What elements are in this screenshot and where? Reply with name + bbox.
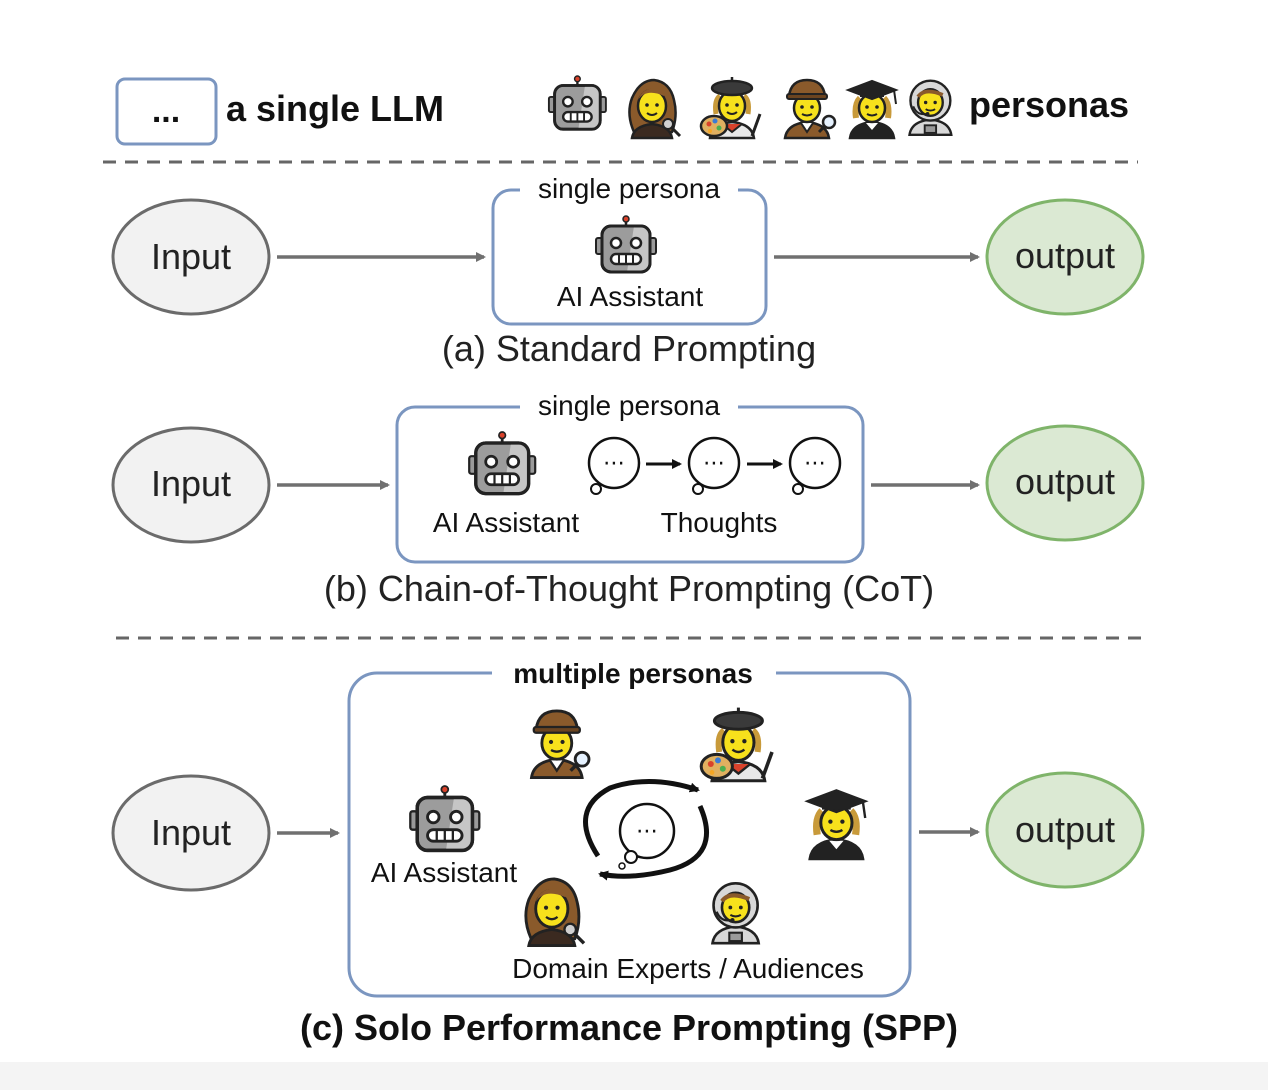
output-node-c [985,771,1145,889]
llm-legend-box [115,77,218,146]
legend: ... a single LLM personas [115,74,1129,146]
robot-icon [547,74,608,131]
graduate-icon [848,81,896,138]
panel-standard-prompting: Input single persona AI Assistant output… [111,173,1145,369]
panel-cot-prompting: Input single persona AI Assistant ⋯ ⋯ ⋯ … [111,390,1145,609]
caption-a: (a) Standard Prompting [442,328,816,369]
output-label-c: output [1015,809,1115,850]
cycle-arrow-lower [598,804,710,881]
output-node-a [985,198,1145,316]
thought-glyph-3: ⋯ [804,450,826,475]
panel-spp: Input multiple personas AI Assistant ⋯ D… [111,658,1145,1048]
thought-bubble-2: ⋯ [687,436,741,495]
thought-glyph-c: ⋯ [636,818,658,843]
output-label-a: output [1015,235,1115,276]
output-label-b: output [1015,461,1115,502]
thought-bubble-1: ⋯ [587,436,641,495]
experts-label: Domain Experts / Audiences [512,953,864,984]
persona-box-title-b: single persona [538,390,721,421]
page-footer-strip [0,1062,1268,1090]
persona-box-title-a: single persona [538,173,721,204]
cycle-arrow-upper [583,779,700,858]
astronaut-icon [907,78,954,137]
caption-c: (c) Solo Performance Prompting (SPP) [300,1007,958,1048]
astronaut-icon [713,883,759,943]
personas-legend-label: personas [969,84,1129,125]
input-label-c: Input [151,812,231,853]
agent-label-b: AI Assistant [433,507,580,538]
thought-glyph-1: ⋯ [603,450,625,475]
thought-bubble-3: ⋯ [788,436,842,495]
caption-b: (b) Chain-of-Thought Prompting (CoT) [324,568,934,609]
input-label-b: Input [151,463,231,504]
input-node-a [111,198,271,316]
input-node-b [111,426,271,544]
output-node-b [985,424,1145,542]
artist-icon [701,77,760,138]
thought-glyph-2: ⋯ [703,450,725,475]
thought-bubble-c: ⋯ [618,802,676,870]
thoughts-label: Thoughts [661,507,778,538]
singer-icon [627,78,682,140]
llm-legend-glyph: ... [152,92,180,130]
agent-label-a: AI Assistant [557,281,704,312]
llm-legend-label: a single LLM [226,88,444,129]
agent-label-c: AI Assistant [371,857,518,888]
detective-icon [783,78,837,140]
graduate-icon [808,790,866,858]
input-label-a: Input [151,236,231,277]
persona-box-b [395,405,865,564]
input-node-c [111,774,271,892]
persona-box-title-c: multiple personas [513,658,753,689]
